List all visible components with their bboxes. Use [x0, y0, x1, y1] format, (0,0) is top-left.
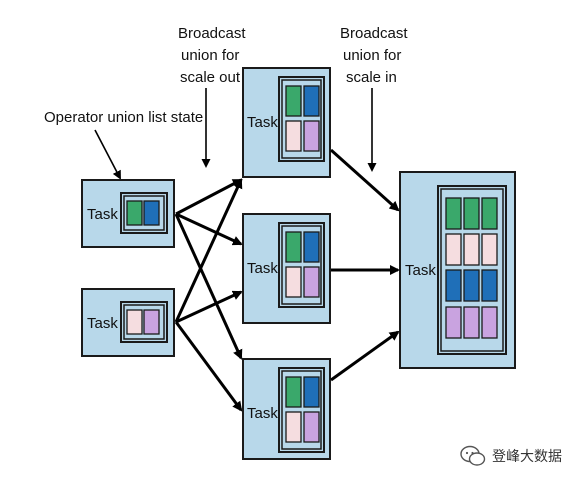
scale-out-arrows — [174, 178, 243, 412]
left-task-1-label: Task 1 — [87, 206, 130, 223]
annotation-scale-in: Broadcast union for scale in — [340, 25, 408, 86]
mid-task-2: Task 2 — [242, 213, 331, 324]
annotation-scale-out-line-2: union for — [181, 47, 239, 64]
scale-in-arrows — [329, 148, 400, 382]
annotation-scale-out-line-1: Broadcast — [178, 25, 246, 42]
annotation-scale-in-line-2: union for — [343, 47, 401, 64]
watermark: 登峰大数据 — [460, 445, 562, 467]
wechat-icon — [460, 445, 486, 466]
watermark-text: 登峰大数据 — [492, 449, 562, 465]
state-cell-purple — [143, 309, 160, 335]
annotation-operator-state: Operator union list state — [44, 109, 203, 126]
mid-task-1: Task 1 — [242, 67, 331, 178]
right-task-1: Task 1 — [399, 171, 516, 369]
state-cell-green — [126, 200, 143, 226]
mid-task-3: Task 3 — [242, 358, 331, 460]
annotation-scale-out: Broadcast union for scale out — [178, 25, 246, 86]
left-task-1: Task 1 — [81, 179, 175, 248]
pointer-operator-state — [94, 129, 121, 180]
left-task-2: Task 2 — [81, 288, 175, 357]
annotation-scale-in-line-1: Broadcast — [340, 25, 408, 42]
left-task-2-label: Task 2 — [87, 315, 130, 332]
annotation-scale-in-line-3: scale in — [346, 69, 397, 86]
state-cell-blue — [143, 200, 160, 226]
annotation-scale-out-line-3: scale out — [180, 69, 241, 86]
state-cell-pink — [126, 309, 143, 335]
